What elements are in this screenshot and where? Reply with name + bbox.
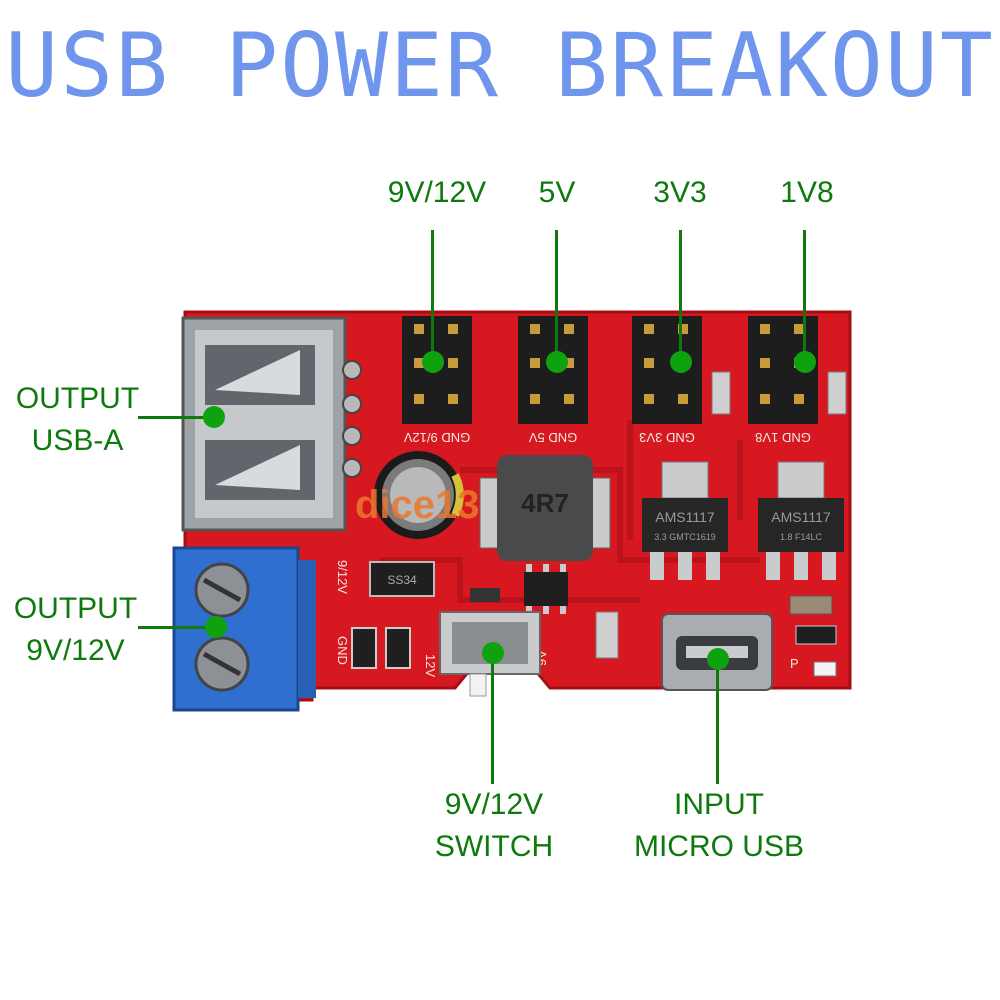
reg2-label: AMS1117 xyxy=(771,509,831,525)
silk-led-p: P xyxy=(790,656,799,671)
reg2-sub: 1.8 F14LC xyxy=(780,532,823,542)
label-3v3-header: 3V3 xyxy=(653,176,707,209)
pointer-line xyxy=(679,230,682,363)
pointer-dot xyxy=(794,351,816,373)
smd-cap xyxy=(595,611,619,659)
silk-h4: GND 1V8 xyxy=(755,430,811,445)
smd-cap-3 xyxy=(385,627,411,669)
silk-sw-12: 12V xyxy=(423,654,438,677)
pointer-line xyxy=(491,654,494,784)
inductor: 4R7 xyxy=(479,455,611,561)
pointer-line xyxy=(555,230,558,363)
label-line: SWITCH xyxy=(434,830,554,863)
page-title: USB POWER BREAKOUT xyxy=(5,14,995,117)
smd-res-2 xyxy=(795,625,837,645)
diode: SS34 xyxy=(369,561,435,597)
pointer-dot xyxy=(203,406,225,428)
label-switch: 9V/12V SWITCH xyxy=(413,784,575,868)
label-1v8-header: 1V8 xyxy=(780,176,834,209)
pointer-dot xyxy=(422,351,444,373)
label-micro-usb: INPUT MICRO USB xyxy=(627,784,811,868)
header-5v xyxy=(518,316,588,424)
label-9v12v-header: 9V/12V xyxy=(387,176,487,209)
pointer-line xyxy=(803,230,806,363)
label-line: MICRO USB xyxy=(633,830,804,863)
label-line: 9V/12V xyxy=(444,788,544,821)
pointer-dot xyxy=(482,642,504,664)
label-output-usb-a: OUTPUT USB-A xyxy=(10,378,145,462)
header-3v3 xyxy=(632,316,731,424)
regulator-1v8: AMS1117 1.8 F14LC xyxy=(758,461,844,580)
label-line: OUTPUT xyxy=(15,382,140,415)
silk-side-v: 9/12V xyxy=(335,560,350,594)
pointer-dot xyxy=(670,351,692,373)
led xyxy=(813,661,837,677)
silk-side-gnd: GND xyxy=(335,636,350,665)
smd-res xyxy=(789,595,833,615)
inductor-marking: 4R7 xyxy=(521,488,569,518)
silk-h1: GND 9/12V xyxy=(403,430,470,445)
silk-h3: GND 3V3 xyxy=(639,430,695,445)
pointer-dot xyxy=(707,648,729,670)
label-line: INPUT xyxy=(674,788,764,821)
reg1-label: AMS1117 xyxy=(655,509,715,525)
pointer-line xyxy=(431,230,434,363)
reg1-sub: 3.3 GMTC1619 xyxy=(654,532,716,542)
label-line: 9V/12V xyxy=(26,634,125,667)
pointer-line xyxy=(716,660,719,784)
pointer-line xyxy=(138,416,216,419)
screw-terminal xyxy=(172,546,316,712)
pointer-dot xyxy=(546,351,568,373)
label-output-terminal: OUTPUT 9V/12V xyxy=(8,588,143,672)
pointer-line xyxy=(138,626,218,629)
label-line: OUTPUT xyxy=(13,592,138,625)
label-5v-header: 5V xyxy=(538,176,576,209)
diode-label: SS34 xyxy=(387,573,417,587)
pointer-dot xyxy=(205,616,227,638)
regulator-3v3: AMS1117 3.3 GMTC1619 xyxy=(642,461,728,580)
label-line: USB-A xyxy=(31,424,124,457)
silk-h2: GND 5V xyxy=(528,430,577,445)
watermark: dice13 xyxy=(355,483,480,527)
ic-chip xyxy=(524,564,568,614)
smd-cap-2 xyxy=(351,627,377,669)
smd-part xyxy=(470,588,500,602)
capacitor xyxy=(374,451,464,539)
